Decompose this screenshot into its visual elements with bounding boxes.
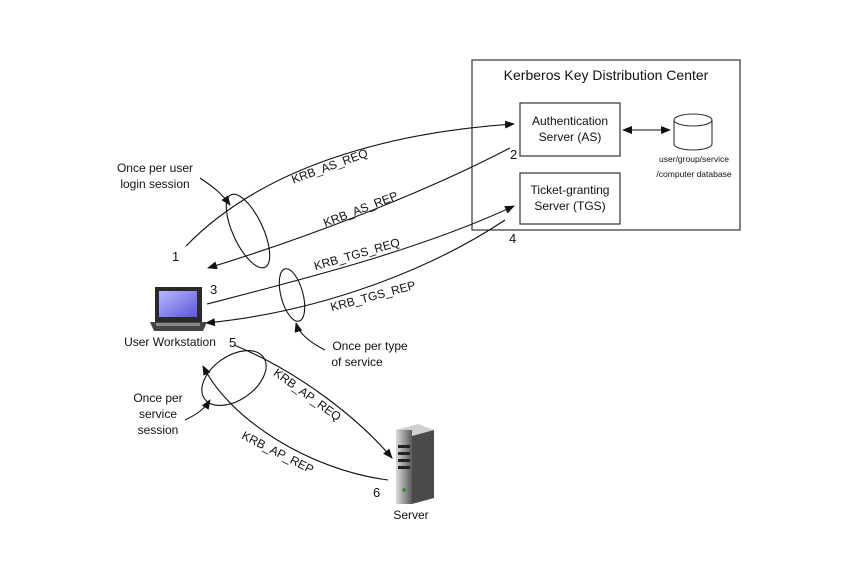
login-session-ellipse bbox=[225, 193, 271, 269]
as-box bbox=[519, 102, 621, 157]
service-session-ellipse bbox=[201, 350, 267, 406]
workstation-icon bbox=[150, 287, 207, 331]
tgs-label-line1: Ticket-granting bbox=[531, 183, 610, 197]
note-service-session-line1: Once per bbox=[133, 391, 182, 405]
step-5: 5 bbox=[229, 335, 236, 350]
note-login-line2: login session bbox=[120, 177, 189, 191]
db-label-line1: user/group/service bbox=[659, 154, 729, 164]
kdc-title: Kerberos Key Distribution Center bbox=[504, 67, 709, 83]
service-type-note-pointer bbox=[294, 322, 326, 351]
arrow-tgs-req bbox=[206, 205, 515, 305]
step-3: 3 bbox=[210, 282, 217, 297]
workstation-label: User Workstation bbox=[124, 335, 216, 349]
step-4: 4 bbox=[509, 231, 516, 246]
note-login-line1: Once per user bbox=[117, 161, 193, 175]
label-ap-req: KRB_AP_REQ bbox=[271, 366, 344, 424]
db-label-line2: /computer database bbox=[656, 169, 731, 179]
note-service-type-line1: Once per type bbox=[332, 339, 408, 353]
arrow-as-req bbox=[185, 120, 515, 247]
service-session-note-pointer bbox=[184, 399, 211, 421]
as-label-line1: Authentication bbox=[532, 114, 608, 128]
arrow-ap-req bbox=[233, 344, 393, 459]
label-as-rep: KRB_AS_REP bbox=[321, 189, 399, 230]
label-ap-rep: KRB_AP_REP bbox=[240, 428, 316, 476]
server-icon bbox=[396, 424, 434, 504]
arrow-ap-rep bbox=[202, 365, 389, 481]
arrow-tgs-rep bbox=[205, 219, 506, 327]
label-tgs-rep: KRB_TGS_REP bbox=[329, 278, 417, 314]
note-service-type-line2: of service bbox=[331, 355, 383, 369]
step-2: 2 bbox=[510, 147, 517, 162]
tgs-label-line2: Server (TGS) bbox=[534, 199, 605, 213]
note-service-session-line2: service bbox=[139, 407, 177, 421]
tgs-box bbox=[519, 172, 621, 225]
step-1: 1 bbox=[172, 249, 179, 264]
step-6: 6 bbox=[373, 485, 380, 500]
label-as-req: KRB_AS_REQ bbox=[290, 146, 370, 187]
service-type-ellipse bbox=[278, 268, 306, 322]
note-service-session-line3: session bbox=[138, 423, 179, 437]
login-note-pointer bbox=[199, 177, 231, 206]
as-label-line2: Server (AS) bbox=[539, 130, 602, 144]
database-icon bbox=[673, 113, 713, 151]
server-label: Server bbox=[393, 508, 428, 522]
